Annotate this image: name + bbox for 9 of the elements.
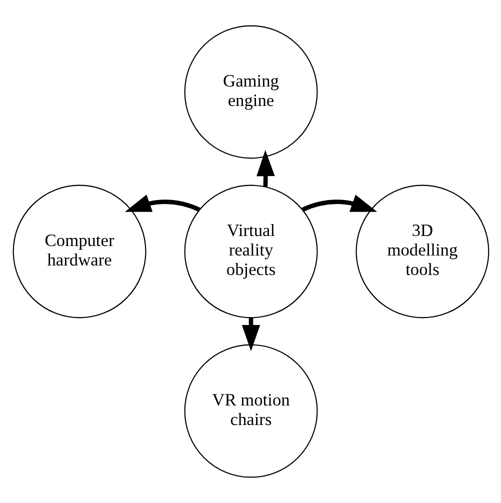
node-circle: VR motion chairs: [184, 344, 318, 478]
node-circle: Virtual reality objects: [184, 184, 318, 318]
arrow: [124, 194, 200, 212]
arrow: [256, 150, 274, 187]
node-circle: 3D modelling tools: [355, 184, 489, 318]
arrow: [241, 318, 260, 352]
arrow: [301, 194, 377, 212]
node-circle: Gaming engine: [184, 25, 318, 159]
node-circle: Computer hardware: [12, 184, 146, 318]
